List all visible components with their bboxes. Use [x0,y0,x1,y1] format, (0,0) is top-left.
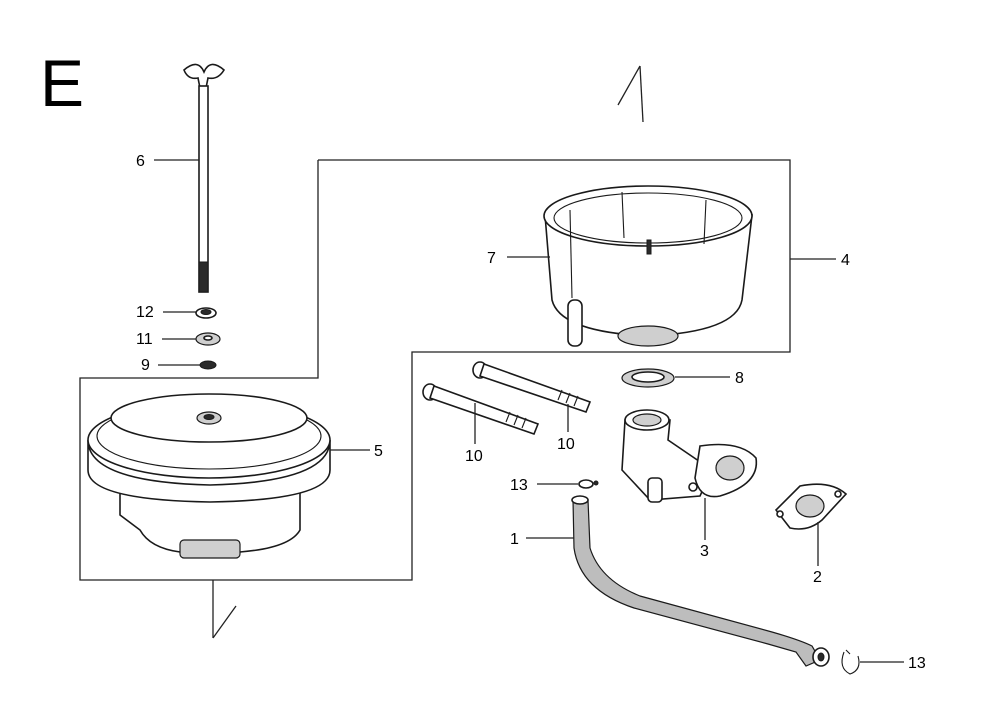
callout-10-right: 10 [557,436,575,453]
callout-5: 5 [374,443,383,460]
callout-9: 9 [141,357,150,374]
washer-11 [195,332,221,346]
nut-9 [199,360,217,370]
air-cleaner-cover [87,393,331,559]
bolt-left [422,383,540,436]
gasket [774,483,848,530]
callout-13-upper: 13 [510,477,528,494]
direction-mark-bottom [212,580,237,639]
bolt-right [472,361,592,414]
direction-mark-top [617,65,644,123]
callout-8: 8 [735,370,744,387]
callout-11: 11 [136,331,153,348]
callout-3: 3 [700,543,709,560]
assembly-frame [79,159,791,581]
callout-7: 7 [487,250,496,267]
callout-12: 12 [136,304,154,321]
washer-12 [195,307,217,319]
wing-bolt [183,63,226,293]
section-letter: E [40,46,84,120]
packing-ring [621,368,675,388]
callout-2: 2 [813,569,822,586]
clip-lower [841,649,860,675]
callout-6: 6 [136,153,145,170]
elbow [621,409,758,503]
callout-1: 1 [510,531,519,548]
clip-upper [578,479,599,489]
leader-lines [154,159,904,663]
element-case [543,185,753,347]
callout-4: 4 [841,252,850,269]
callout-13-lower: 13 [908,655,926,672]
callout-10-left: 10 [465,448,483,465]
breather-tube [571,495,830,667]
